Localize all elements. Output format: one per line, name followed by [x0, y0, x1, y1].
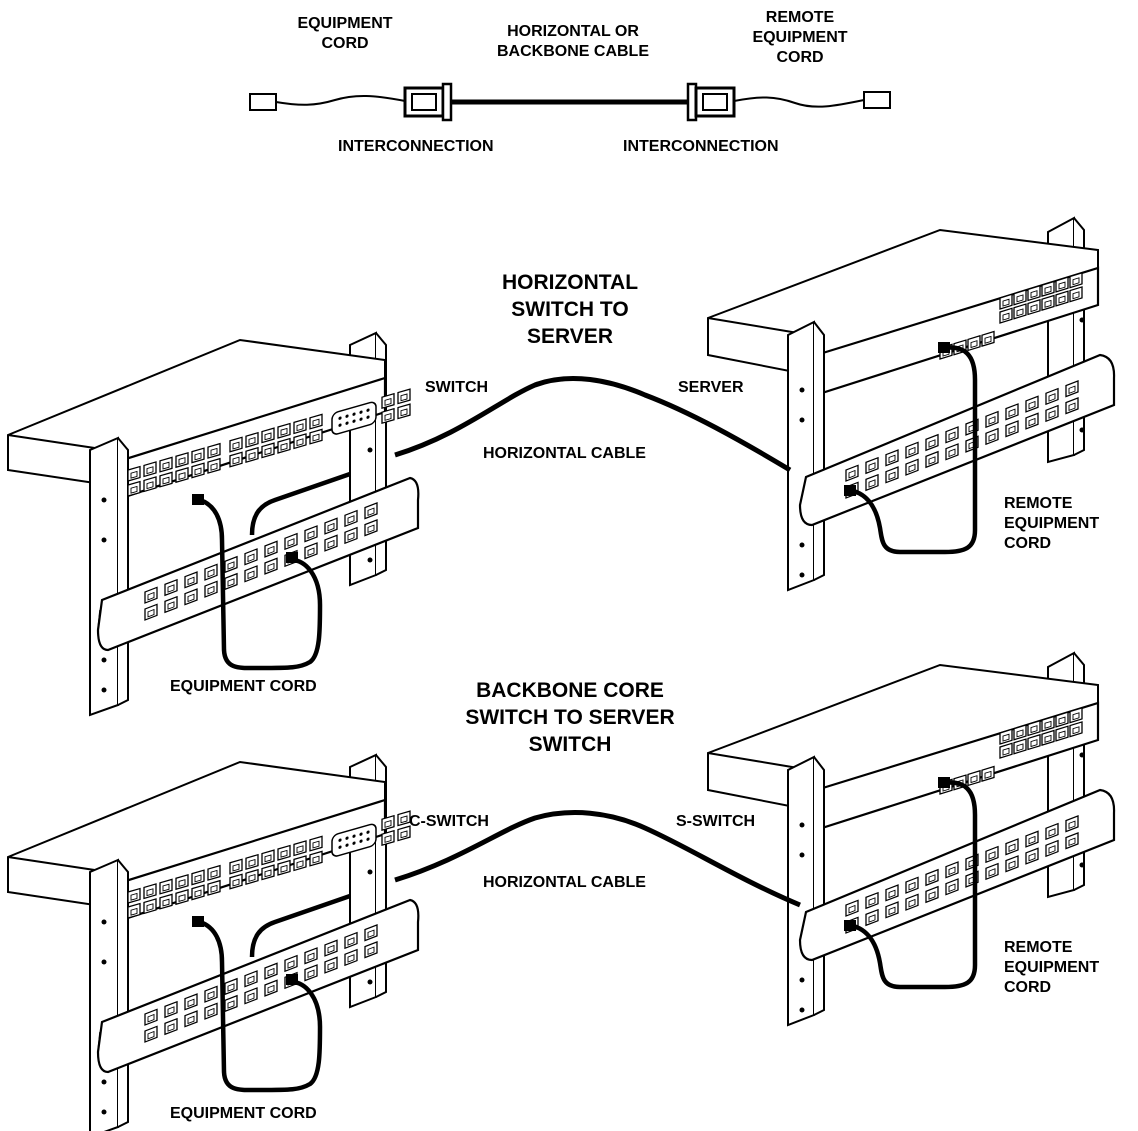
- scene-bottom-cable-label: HORIZONTAL CABLE: [483, 873, 646, 893]
- legend-remote-cord-label: REMOTE EQUIPMENT CORD: [725, 8, 875, 68]
- scene-top-switch-label: SWITCH: [425, 378, 488, 398]
- legend-equipment-cord-label: EQUIPMENT CORD: [270, 14, 420, 54]
- scene-bottom-cswitch-rack: [8, 755, 418, 1131]
- scene-top-equipment-cord-label: EQUIPMENT CORD: [170, 677, 317, 697]
- remote-cord-line: [734, 97, 864, 106]
- scene-top-server-label: SERVER: [678, 378, 744, 398]
- legend-interconnection-left-label: INTERCONNECTION: [338, 137, 494, 157]
- scene-top-cable-label: HORIZONTAL CABLE: [483, 444, 646, 464]
- scene-top-remote-cord-label: REMOTE EQUIPMENT CORD: [1004, 494, 1099, 554]
- interconnection-right-icon: [688, 84, 734, 120]
- scene-bottom-equipment-cord-label: EQUIPMENT CORD: [170, 1104, 317, 1124]
- legend-cable-label: HORIZONTAL OR BACKBONE CABLE: [478, 22, 668, 62]
- legend-interconnection-right-label: INTERCONNECTION: [623, 137, 779, 157]
- scene-top-switch-rack: [8, 333, 418, 715]
- remote-plug-icon: [864, 92, 890, 108]
- legend-schematic: [250, 84, 890, 120]
- equipment-plug-icon: [250, 94, 276, 110]
- interconnection-left-icon: [405, 84, 451, 120]
- scene-bottom-sswitch-label: S-SWITCH: [676, 812, 755, 832]
- scene-bottom-remote-cord-label: REMOTE EQUIPMENT CORD: [1004, 938, 1099, 998]
- equipment-cord-line: [276, 96, 405, 105]
- scene-bottom-cswitch-label: C-SWITCH: [409, 812, 489, 832]
- scene-top-title: HORIZONTAL SWITCH TO SERVER: [470, 270, 670, 351]
- scene-bottom-title: BACKBONE CORE SWITCH TO SERVER SWITCH: [425, 678, 715, 759]
